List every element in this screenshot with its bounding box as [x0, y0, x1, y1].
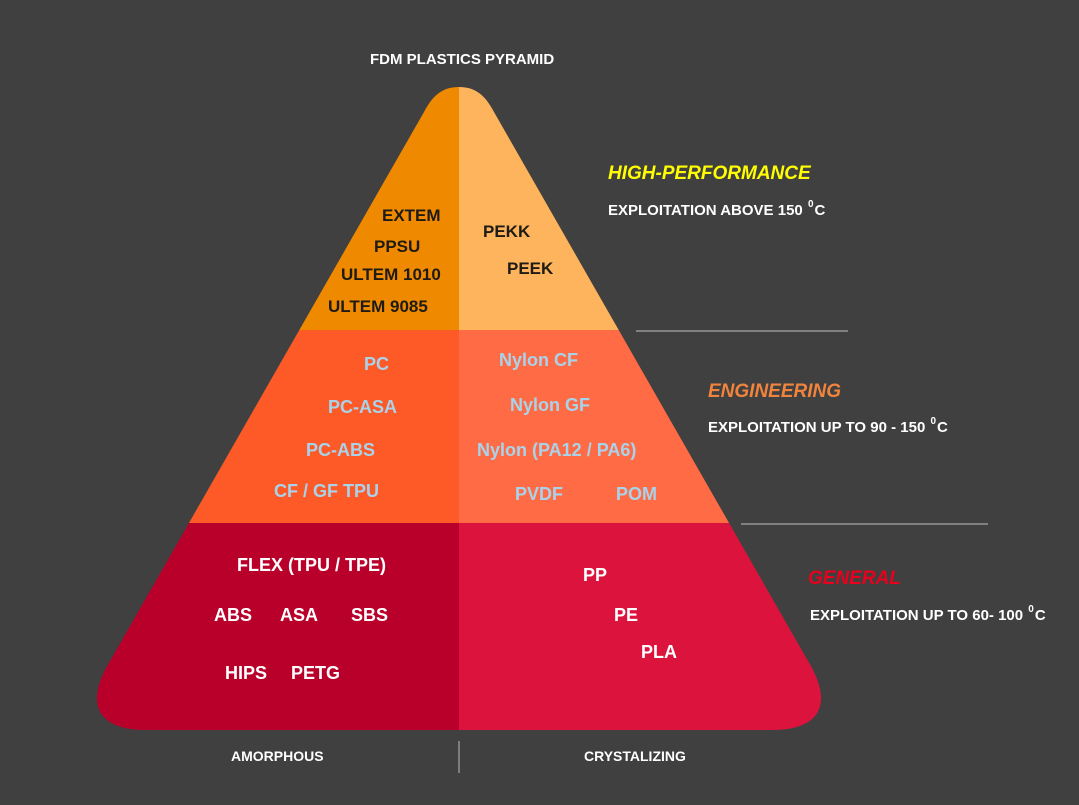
material-ppsu: PPSU	[374, 237, 421, 256]
material-sbs: SBS	[351, 605, 389, 625]
tier-description-engineering: EXPLOITATION UP TO 90 - 150 0C	[708, 417, 948, 436]
high-amorphous-segment	[96, 87, 459, 330]
degree-superscript: 0	[930, 416, 937, 427]
material-abs: ABS	[214, 605, 253, 625]
material-petg: PETG	[291, 663, 341, 683]
material-extem: EXTEM	[382, 206, 441, 225]
material-hips: HIPS	[225, 663, 268, 683]
material-flex-tpu-tpe: FLEX (TPU / TPE)	[237, 555, 387, 575]
tier-description-unit: C	[814, 202, 826, 219]
material-pvdf: PVDF	[515, 484, 564, 504]
material-pp: PP	[583, 565, 608, 585]
material-asa: ASA	[280, 605, 319, 625]
material-pc: PC	[364, 354, 390, 374]
general-crystalizing-segment	[459, 523, 822, 730]
material-pekk: PEKK	[483, 222, 531, 241]
degree-superscript: 0	[1028, 604, 1034, 615]
tier-description-text: EXPLOITATION UP TO 60- 100	[810, 607, 1024, 624]
tier-name-high-performance: HIGH-PERFORMANCE	[608, 163, 811, 184]
tier-description-text: EXPLOITATION UP TO 90 - 150	[708, 419, 926, 436]
material-pe: PE	[614, 605, 639, 625]
axis-label-amorphous: AMORPHOUS	[231, 748, 324, 764]
material-nylon-pa12-pa6: Nylon (PA12 / PA6)	[477, 440, 637, 460]
material-pom: POM	[616, 484, 658, 504]
tier-description-unit: C	[1034, 607, 1046, 624]
axis-label-crystalizing: CRYSTALIZING	[584, 748, 686, 764]
material-pc-abs: PC-ABS	[306, 440, 376, 460]
material-ultem-9085: ULTEM 9085	[328, 297, 428, 316]
material-pc-asa: PC-ASA	[328, 397, 398, 417]
material-nylon-gf: Nylon GF	[510, 395, 590, 415]
material-nylon-cf: Nylon CF	[499, 350, 578, 370]
tier-name-engineering: ENGINEERING	[708, 381, 842, 402]
general-amorphous-segment	[96, 523, 459, 730]
tier-name-general: GENERAL	[808, 568, 901, 589]
tier-description-unit: C	[937, 419, 948, 436]
page-title: FDM PLASTICS PYRAMID	[370, 51, 555, 68]
material-peek: PEEK	[507, 259, 554, 278]
tier-description-high-performance: EXPLOITATION ABOVE 150 0C	[608, 200, 826, 219]
material-pla: PLA	[641, 642, 677, 662]
engineering-amorphous-segment	[96, 330, 459, 523]
tier-description-text: EXPLOITATION ABOVE 150	[608, 202, 803, 219]
tier-description-general: EXPLOITATION UP TO 60- 100 0C	[810, 605, 1046, 624]
material-ultem-1010: ULTEM 1010	[341, 265, 441, 284]
degree-superscript: 0	[807, 199, 814, 210]
material-cf-gf-tpu: CF / GF TPU	[274, 481, 379, 501]
